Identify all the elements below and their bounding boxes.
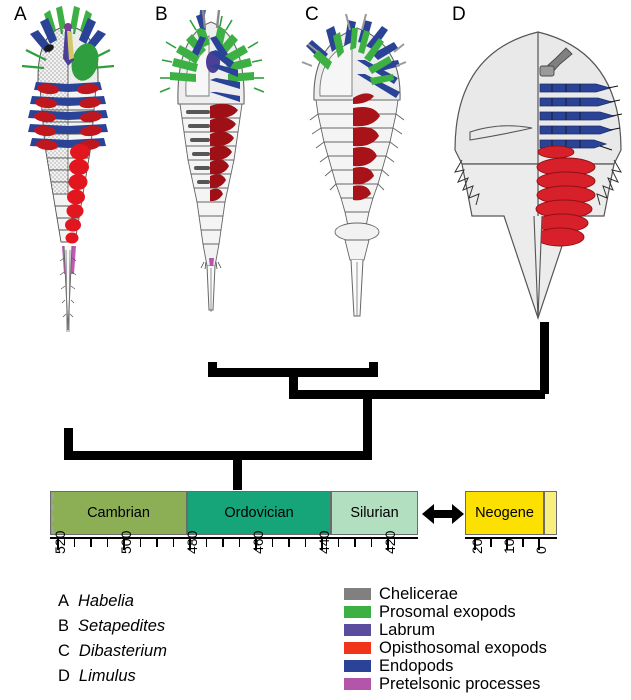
panel-letter-a: A (14, 4, 27, 25)
legend-swatch-prosomal-exopods (343, 605, 372, 620)
panel-letter-d: D (452, 4, 466, 25)
taxon-row: C Dibasterium (58, 642, 167, 661)
legend-label: Chelicerae (379, 585, 458, 603)
period-silurian-label: Silurian (350, 505, 399, 521)
taxon-name: Setapedites (78, 617, 166, 635)
panel-letter-b: B (155, 4, 168, 25)
taxon-letter: B (58, 617, 70, 635)
legend-item: Opisthosomal exopods (343, 640, 547, 657)
tree-bc-bar (208, 368, 378, 377)
legend-swatch-endopods (343, 659, 372, 674)
tick-label-460: 460 (250, 530, 266, 554)
legend-label: Opisthosomal exopods (379, 639, 547, 657)
cambrian-open-edge (52, 493, 54, 533)
left-axis-line (50, 537, 418, 539)
taxon-letter: A (58, 592, 70, 610)
legend-label: Prosomal exopods (379, 603, 516, 621)
tick-label-420: 420 (382, 530, 398, 554)
tick-label-500: 500 (118, 530, 134, 554)
specimen-b-setapedites (159, 9, 265, 312)
legend-item: Prosomal exopods (343, 604, 516, 621)
tick-label-440: 440 (316, 530, 332, 554)
time-gap-arrow-icon (422, 504, 464, 524)
legend-swatch-chelicerae (343, 587, 372, 602)
period-neogene-label: Neogene (475, 505, 534, 521)
panel-letter-c: C (305, 4, 319, 25)
tree-branch-c (369, 362, 378, 374)
taxon-name: Limulus (78, 667, 136, 685)
specimen-c-dibasterium (301, 13, 407, 317)
legend-item: Pretelsonic processes (343, 676, 540, 693)
tick-label-0: 0 (533, 546, 549, 554)
legend-item: Chelicerae (343, 586, 458, 603)
period-neogene: Neogene (465, 491, 544, 535)
legend-label: Labrum (379, 621, 435, 639)
right-axis-line (465, 537, 557, 539)
legend-swatch-pretelsonic-processes (343, 677, 372, 692)
taxon-name: Habelia (78, 592, 134, 610)
taxon-name: Dibasterium (78, 642, 167, 660)
tree-root-bar-left (64, 451, 246, 460)
taxon-row: B Setapedites (58, 617, 165, 636)
period-ordovician-label: Ordovician (224, 505, 294, 521)
tree-root-stem (233, 451, 242, 490)
tree-bcd-bar-left (289, 390, 371, 399)
legend-item: Labrum (343, 622, 435, 639)
tick-label-520: 520 (52, 530, 68, 554)
tree-branch-a (64, 428, 73, 460)
legend-item: Endopods (343, 658, 453, 675)
tree-bcd-bar-right (363, 390, 545, 399)
tree-branch-b (208, 362, 217, 374)
tree-root-bar-right (238, 451, 372, 460)
tree-branch-bcd (363, 390, 372, 452)
tick-label-20: 20 (469, 538, 485, 554)
legend-label: Pretelsonic processes (379, 675, 541, 693)
specimen-a-habelia (21, 6, 115, 333)
tick-label-480: 480 (184, 530, 200, 554)
taxon-row: A Habelia (58, 592, 134, 611)
legend-label: Endopods (379, 657, 454, 675)
taxon-letter: C (58, 642, 70, 660)
legend-swatch-labrum (343, 623, 372, 638)
tree-branch-d (540, 322, 549, 394)
period-cambrian-label: Cambrian (87, 505, 150, 521)
taxon-letter: D (58, 667, 70, 685)
period-silurian: Silurian (331, 491, 418, 535)
specimen-illustrations (21, 6, 623, 333)
period-quaternary (544, 491, 557, 535)
taxon-row: D Limulus (58, 667, 136, 686)
specimen-d-limulus (453, 31, 623, 320)
tree-branch-bc-stem (289, 368, 298, 394)
period-cambrian: Cambrian (50, 491, 187, 535)
period-ordovician: Ordovician (187, 491, 331, 535)
legend-swatch-opisthosomal-exopods (343, 641, 372, 656)
tick-label-10: 10 (501, 538, 517, 554)
